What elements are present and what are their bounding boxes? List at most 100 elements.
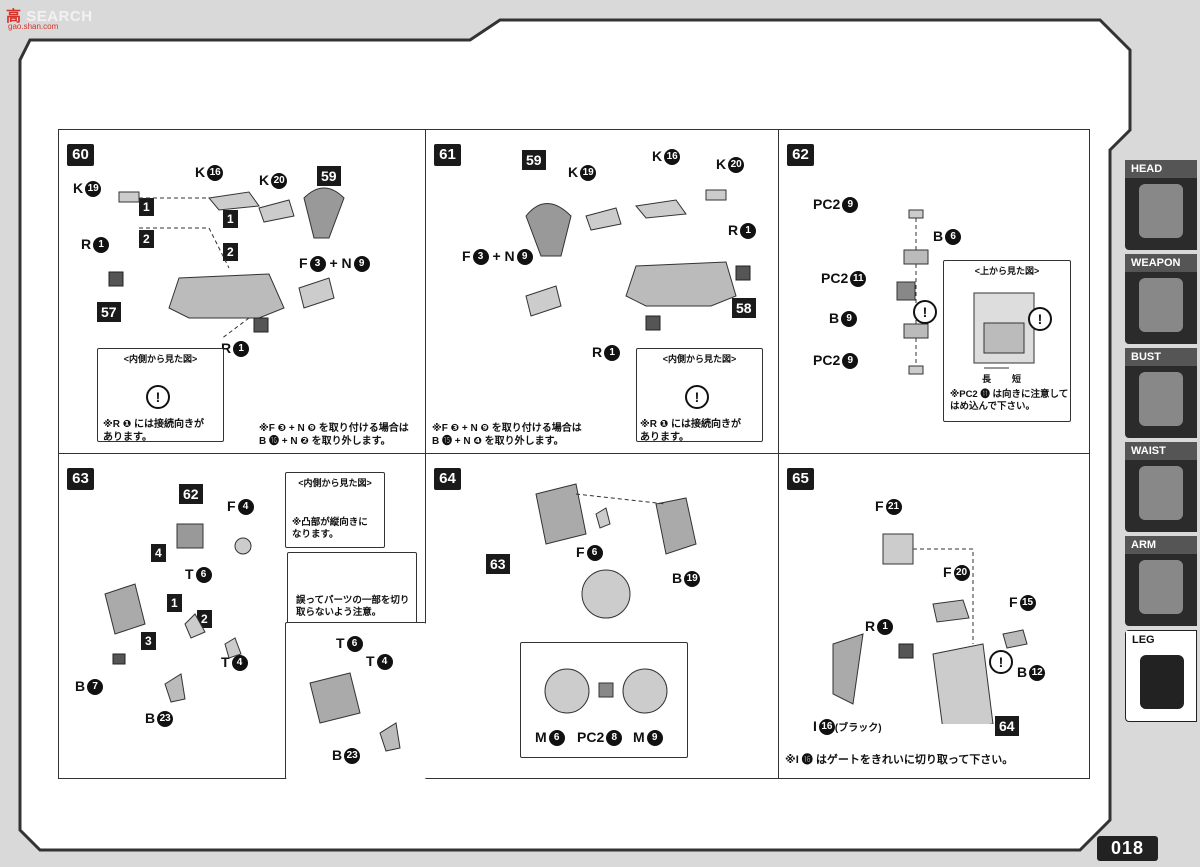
note-r1-direction: ※R ❶ には接続向きがあります。: [640, 419, 741, 443]
ref-64: 64: [995, 716, 1019, 736]
watermark: 高 SEARCH gao.shan.com: [6, 5, 93, 31]
waist-icon: [1139, 466, 1183, 520]
inset-inner-view-63: <内側から見た図> ※凸部が縦向きになります。: [285, 472, 385, 548]
watermark-brand: SEARCH: [26, 8, 93, 25]
caution-icon: !: [989, 650, 1013, 674]
tab-head[interactable]: HEAD: [1125, 160, 1197, 250]
weapon-icon: [1139, 278, 1183, 332]
box-1b: 1: [223, 210, 238, 228]
head-icon: [1139, 184, 1183, 238]
box-1a: 1: [139, 198, 154, 216]
caution-icon: !: [1028, 307, 1052, 331]
tab-arm[interactable]: ARM: [1125, 536, 1197, 626]
note-pc2-11: ※PC2 ⓫ は向きに注意してはめ込んで下さい。: [950, 389, 1069, 412]
step-number: 62: [787, 144, 814, 166]
ref-58: 58: [732, 298, 756, 318]
part-assembly-60: [108, 187, 345, 338]
inset-inner-view-60: <内側から見た図> !: [97, 348, 224, 442]
note-r1-direction: ※R ❶ には接続向きがあります。: [103, 419, 204, 443]
dim-long: 長: [982, 374, 992, 384]
ref-63: 63: [486, 554, 510, 574]
tab-waist[interactable]: WAIST: [1125, 442, 1197, 532]
box-4: 4: [151, 544, 166, 562]
ref-59: 59: [317, 166, 341, 186]
tab-weapon[interactable]: WEAPON: [1125, 254, 1197, 344]
ref-57: 57: [97, 302, 121, 322]
step-number: 64: [434, 468, 461, 490]
box-2a: 2: [139, 230, 154, 248]
note-gate-cut: ※I ⓰ はゲートをきれいに切り取って下さい。: [785, 754, 1014, 766]
step-number: 60: [67, 144, 94, 166]
tab-bust[interactable]: BUST: [1125, 348, 1197, 438]
inset-warning-63: 誤ってパーツの一部を切り取らないよう注意。: [287, 552, 417, 626]
step-number: 61: [434, 144, 461, 166]
tab-leg[interactable]: LEG: [1125, 630, 1197, 722]
part-wheel-64: [544, 668, 668, 714]
note-warning-cut: 誤ってパーツの一部を切り取らないよう注意。: [296, 595, 410, 618]
part-stack-62: [896, 209, 929, 375]
part-assembly-64: [535, 483, 697, 619]
box-3: 3: [141, 632, 156, 650]
inset-top-view-62: <上から見た図> ! 長 短 ※PC2 ⓫ は向きに注意してはめ込んで下さい。: [943, 260, 1071, 422]
leg-icon: [1140, 655, 1184, 709]
section-tabs: HEAD WEAPON BUST WAIST ARM LEG: [1125, 160, 1197, 726]
part-assembly-63: [104, 523, 252, 703]
watermark-sub: gao.shan.com: [8, 22, 59, 31]
arm-icon: [1139, 560, 1183, 614]
bust-icon: [1139, 372, 1183, 426]
inset-inner-view-61: <内側から見た図> !: [636, 348, 763, 442]
part-detail-63: [309, 672, 401, 752]
box-2b: 2: [223, 243, 238, 261]
part-assembly-65: [832, 533, 1028, 724]
note-convex: ※凸部が縦向きになります。: [292, 517, 368, 540]
part-assembly-61: [525, 189, 751, 331]
ref-62: 62: [179, 484, 203, 504]
caution-icon: !: [913, 300, 937, 324]
page-number: 018: [1096, 836, 1158, 861]
step-number: 65: [787, 468, 814, 490]
caution-icon: !: [146, 385, 170, 409]
box-1: 1: [167, 594, 182, 612]
ref-59: 59: [522, 150, 546, 170]
